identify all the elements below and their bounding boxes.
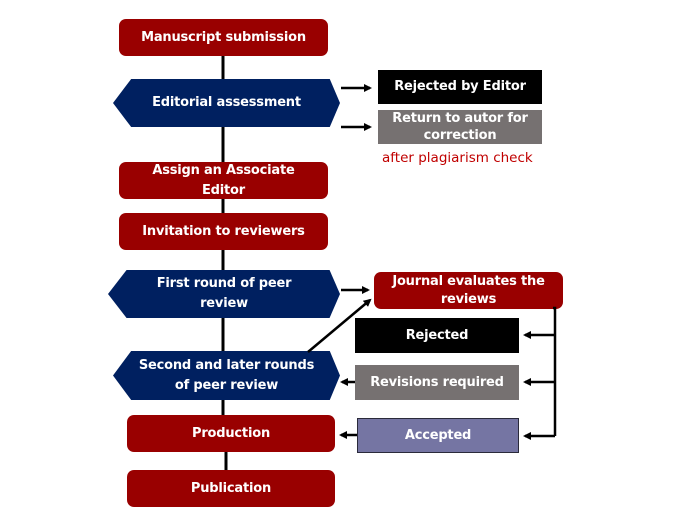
node-label: Editorial assessment — [152, 95, 301, 110]
node-invitation-to-reviewers: Invitation to reviewers — [119, 213, 328, 250]
node-label: Second and later rounds of peer review — [138, 357, 315, 393]
node-revisions-required: Revisions required — [355, 365, 519, 400]
node-label: Production — [192, 425, 270, 441]
node-label: Rejected by Editor — [394, 79, 526, 94]
node-accepted: Accepted — [357, 418, 519, 453]
node-return-to-author: Return to autor for correction — [378, 110, 542, 144]
node-label: Return to autor for correction — [392, 111, 528, 143]
node-label: Rejected — [405, 327, 469, 343]
node-label: Revisions required — [370, 374, 504, 390]
node-label: Assign an Associate Editor — [152, 162, 295, 198]
node-rejected: Rejected — [355, 318, 519, 353]
node-manuscript-submission: Manuscript submission — [119, 19, 328, 56]
node-editorial-assessment: Editorial assessment — [113, 79, 340, 127]
node-assign-associate-editor: Assign an Associate Editor — [119, 162, 328, 199]
node-label: First round of peer review — [156, 276, 292, 311]
node-label: Manuscript submission — [141, 29, 306, 45]
node-publication: Publication — [127, 470, 335, 507]
node-journal-evaluates: Journal evaluates the reviews — [374, 272, 563, 309]
node-label: Invitation to reviewers — [142, 223, 305, 239]
node-production: Production — [127, 415, 335, 452]
node-rejected-by-editor: Rejected by Editor — [378, 70, 542, 104]
editorial-note: after plagiarism check — [382, 150, 533, 166]
node-second-later-rounds: Second and later rounds of peer review — [113, 351, 340, 400]
node-first-round-peer-review: First round of peer review — [108, 270, 340, 318]
node-label: Journal evaluates the reviews — [392, 273, 545, 307]
node-label: Accepted — [404, 427, 472, 443]
node-label: Publication — [190, 480, 272, 496]
